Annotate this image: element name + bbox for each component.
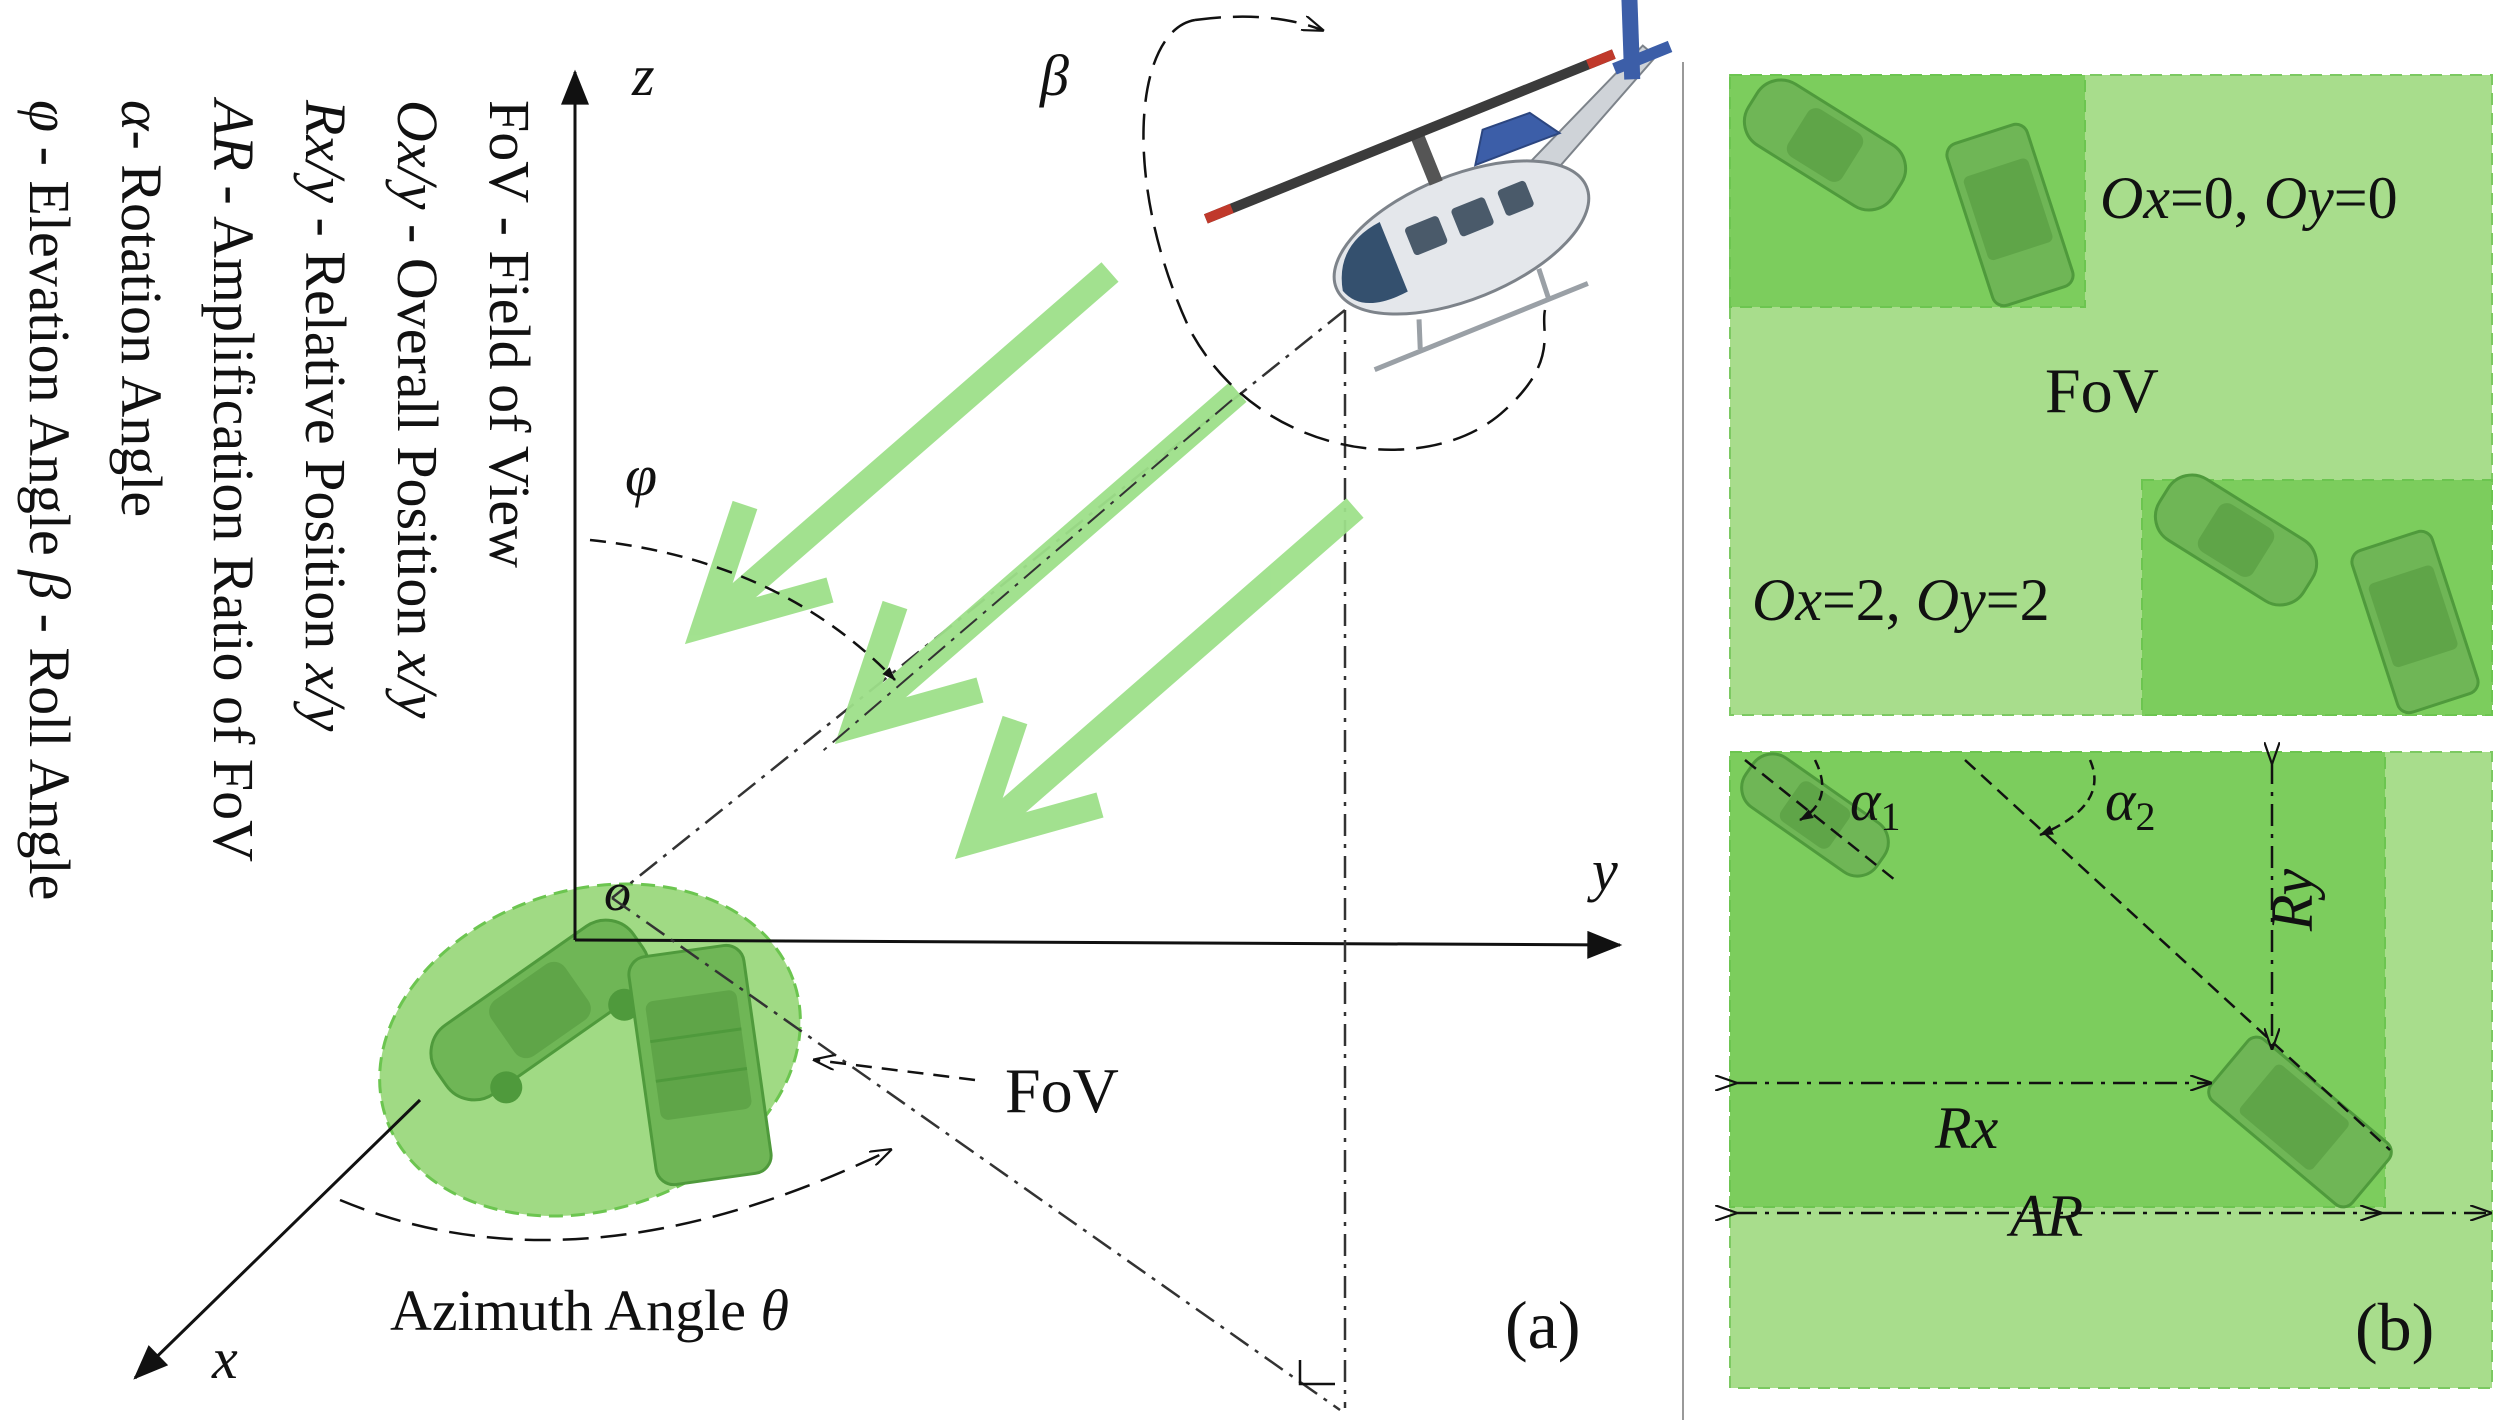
car-icon — [2153, 473, 2319, 607]
x-axis — [133, 1098, 422, 1380]
elevation-angle-arc — [589, 538, 896, 681]
phi-label: φ — [625, 443, 657, 508]
panel-a-label: (a) — [1505, 1287, 1580, 1363]
suv-icon — [1945, 122, 2075, 308]
legend-line-amplification-ratio: AR - Amplification Ratio of FoV — [201, 96, 266, 862]
axis-z-label: z — [631, 43, 655, 108]
axis-x-label: x — [211, 1326, 238, 1391]
ar-label: AR — [2006, 1183, 2083, 1249]
alpha2-arc — [2039, 759, 2096, 837]
view-direction-arrows — [684, 262, 1364, 860]
arrow-right — [954, 498, 1364, 860]
position-label-bottom: Ox=2, Oy=2 — [1752, 567, 2050, 633]
azimuth-angle-arc — [339, 1150, 890, 1242]
alpha1-ref-line — [1744, 759, 1896, 881]
position-label-top: Ox=0, Oy=0 — [2100, 165, 2398, 231]
fov-label-top: FoV — [2045, 355, 2159, 426]
legend: FoV - Field of View Ox/y - Overall Posit… — [17, 96, 542, 900]
alpha1-label: α1 — [1850, 768, 1900, 839]
helicopter-icon — [1204, 0, 1673, 372]
rx-label: Rx — [1934, 1095, 1999, 1161]
car-icon — [1742, 78, 1908, 212]
beta-label: β — [1039, 43, 1069, 108]
ry-label: Ry — [2259, 869, 2325, 933]
fov-label: FoV — [1005, 1055, 1119, 1126]
alpha2-label: α2 — [2105, 768, 2155, 839]
suv-icon — [2350, 529, 2480, 715]
axis-y-label: y — [1587, 838, 1618, 903]
fov-ellipse — [378, 882, 802, 1218]
right-angle-marker — [1298, 1360, 1335, 1386]
arrow-left — [684, 262, 1119, 645]
legend-line-overall-position: Ox/y - Overall Position x/y — [385, 100, 450, 719]
panel-a: z y x o φ — [133, 0, 1673, 1412]
legend-line-elevation-roll: φ - Elevation Angle β - Roll Angle — [17, 100, 82, 900]
y-axis — [574, 930, 1623, 959]
panel-b-top: Ox=0, Oy=0 FoV Ox=2, Oy=2 — [1729, 74, 2493, 716]
alpha1-arc — [1799, 759, 1824, 822]
legend-line-relative-position: Rx/y - Relative Position x/y — [293, 99, 358, 732]
azimuth-label: Azimuth Angle θ — [390, 1278, 789, 1343]
panel-b-label: (b) — [2355, 1289, 2434, 1365]
panel-b-bottom: α1 α2 Ry Rx AR (b) — [1730, 745, 2493, 1389]
alpha2-ref-line — [1964, 759, 2391, 1151]
car-icon — [429, 918, 651, 1104]
legend-line-rotation-angle: α- Rotation Angle — [109, 100, 174, 517]
legend-line-fov: FoV - Field of View — [477, 100, 542, 568]
suv-icon — [627, 943, 773, 1187]
fov-leader-line — [815, 1060, 976, 1082]
roll-angle-loop — [1142, 18, 1547, 451]
